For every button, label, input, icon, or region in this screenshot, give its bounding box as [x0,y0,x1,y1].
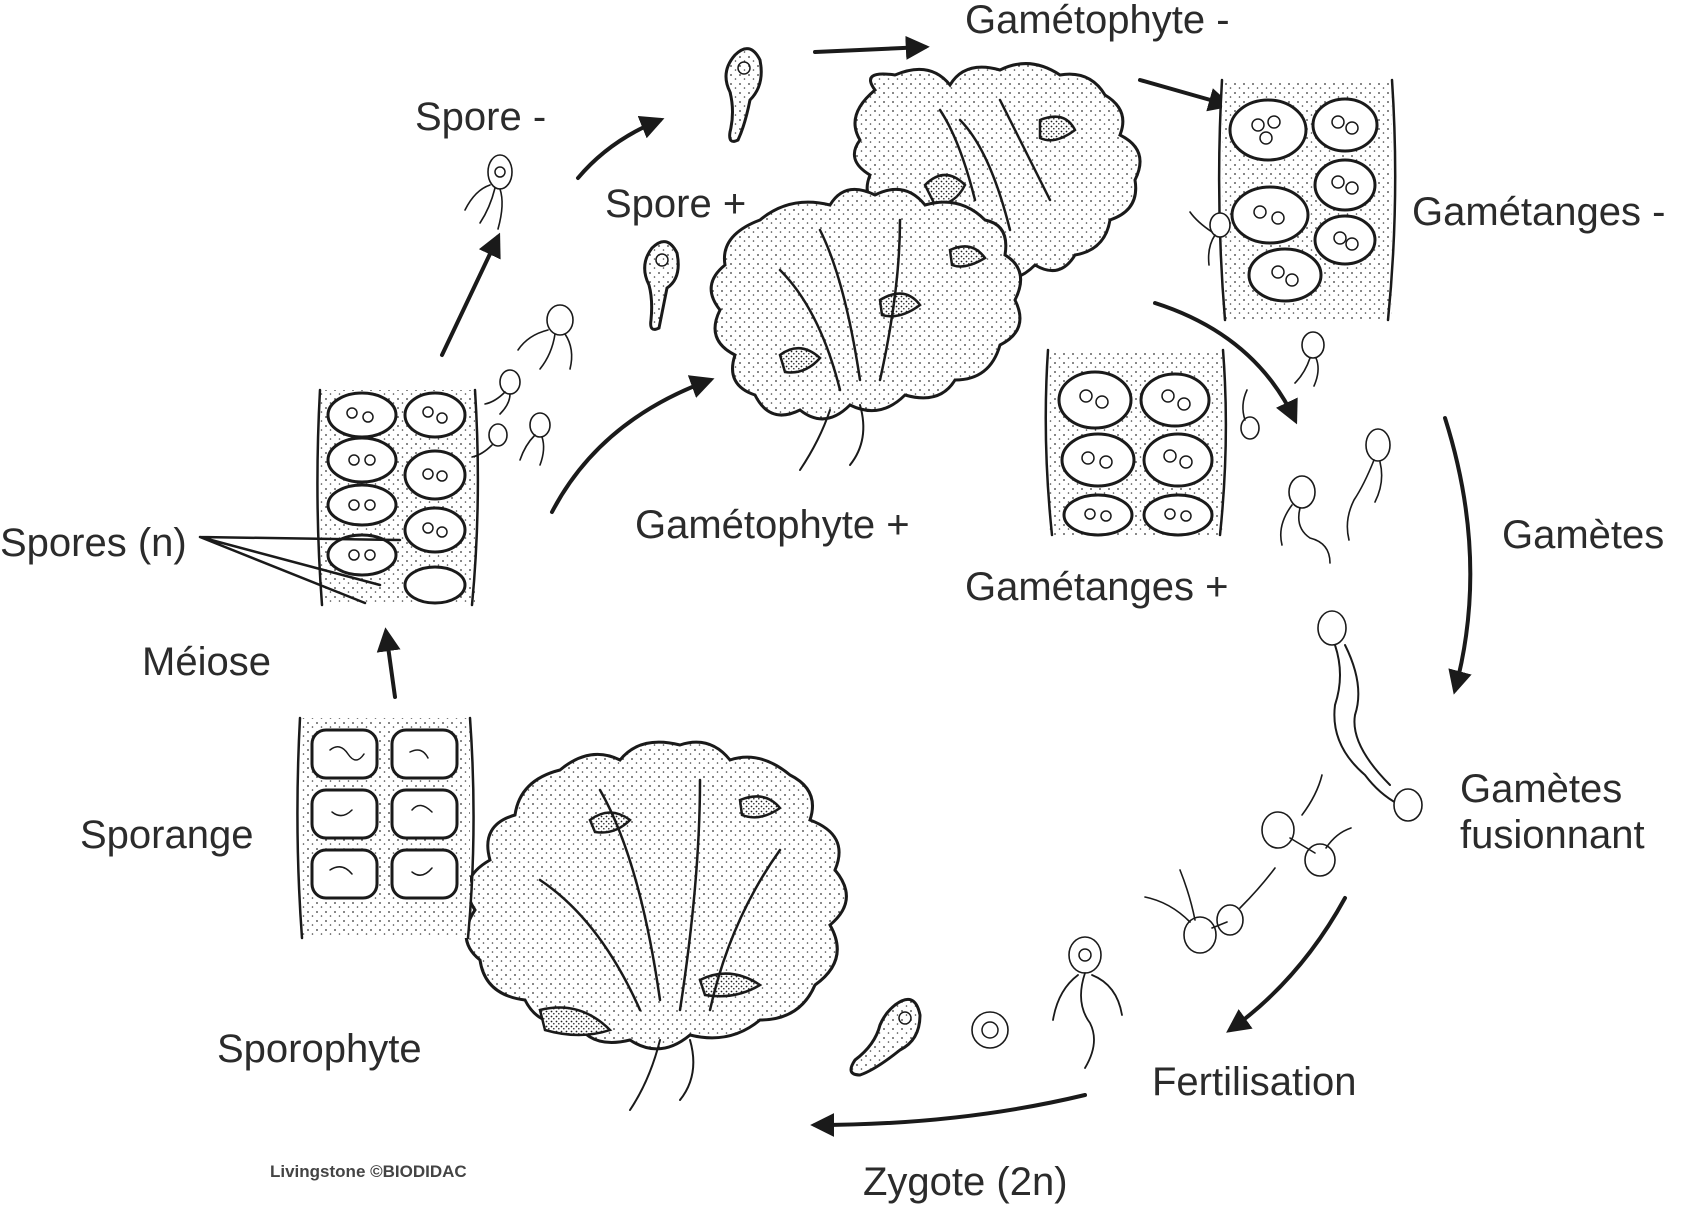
spore-minus-germinating [724,47,763,143]
label-gametanges-minus: Gamétanges - [1412,190,1665,234]
gamete-pair [1279,428,1391,564]
arrow-to-fertilisation [1226,896,1347,1033]
label-spore-plus: Spore + [605,182,746,226]
sporophyte-thallus [464,740,848,1111]
label-spores-n: Spores (n) [0,521,187,565]
arrow-to-spore-minus [440,232,501,357]
label-gametes-fusion-line2: fusionnant [1460,813,1645,857]
label-gametes: Gamètes [1502,513,1664,557]
motile-cells [464,47,1423,1077]
spores-tissue [316,388,480,607]
gametophyte-plus-thallus [709,187,1023,471]
label-sporophyte: Sporophyte [217,1027,422,1071]
arrow-to-gametes-from-plus [1153,301,1298,425]
label-gametophyte-minus: Gamétophyte - [965,0,1230,42]
spore-plus-germinating [643,240,680,331]
released-spores [471,304,574,466]
gametanges-plus-tissue [1044,348,1228,537]
label-gametes-fusion-line1: Gamètes [1460,767,1622,811]
sporange-tissue [296,716,475,940]
gametanges-minus-tissue [1217,78,1397,322]
arrow-spore-minus-to-spore [576,115,665,180]
gamete-minus-cells [1189,211,1325,440]
label-gametophyte-plus: Gamétophyte + [635,503,910,547]
arrow-to-gametanges-minus [1138,78,1233,112]
credit-text: Livingstone ©BIODIDAC [270,1162,467,1181]
spores-leader-lines [198,535,402,605]
fusing-gametes [1144,610,1423,954]
arrow-to-gametophyte-plus [550,375,715,514]
zygote-cells [849,936,1123,1077]
arrow-meiose [376,627,401,699]
spore-minus-cell [464,154,513,230]
label-spore-minus: Spore - [415,95,546,139]
label-gametanges-plus: Gamétanges + [965,565,1229,609]
arrow-to-gametophyte-minus [813,35,930,60]
arrow-gametes [1443,416,1473,695]
label-meiose: Méiose [142,640,271,684]
arrow-to-sporophyte [810,1093,1087,1137]
label-sporange: Sporange [80,813,253,857]
label-zygote: Zygote (2n) [863,1160,1068,1204]
cycle-arrows [376,35,1473,1137]
label-fertilisation: Fertilisation [1152,1060,1357,1104]
